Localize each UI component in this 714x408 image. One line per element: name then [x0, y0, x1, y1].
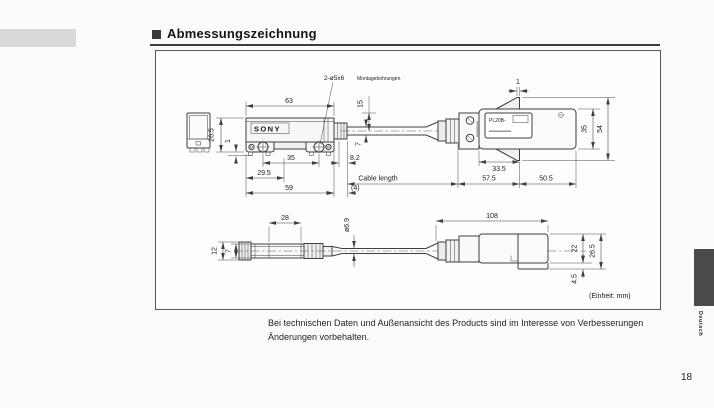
svg-text:29.5: 29.5: [257, 170, 271, 177]
svg-text:33.5: 33.5: [492, 166, 506, 173]
mounting-callout-main: 2-ø5x6: [324, 75, 345, 82]
sensor-end-view: [186, 112, 211, 153]
language-tab-marker: [694, 249, 714, 306]
svg-text:1: 1: [225, 139, 232, 143]
language-tab-label: Deutsch: [697, 311, 703, 337]
svg-text:12: 12: [212, 247, 219, 255]
connector-side: [458, 233, 549, 270]
section-title: Abmessungszeichnung: [167, 26, 317, 41]
svg-text:Cable length: Cable length: [358, 176, 397, 183]
svg-text:1: 1: [516, 79, 520, 86]
section-bullet-icon: [152, 29, 161, 39]
svg-text:8.2: 8.2: [350, 155, 360, 162]
mounting-hole-right: [312, 140, 326, 154]
top-view: SONY: [186, 75, 615, 197]
dimension-drawing: SONY: [186, 75, 631, 300]
footnote: Bei technischen Daten und Außenansicht d…: [268, 316, 678, 344]
svg-text:26.5: 26.5: [209, 128, 216, 142]
side-view: 28 12 7 ø6.9 108 22: [212, 213, 606, 284]
svg-text:7: 7: [356, 142, 363, 146]
svg-text:50.5: 50.5: [539, 176, 553, 183]
svg-text:35: 35: [287, 155, 295, 162]
svg-text:7: 7: [226, 249, 233, 253]
svg-text:54: 54: [597, 125, 604, 133]
section-rule: [150, 44, 660, 46]
dimension-drawing-frame: SONY: [155, 50, 661, 310]
mounting-callout: 2-ø5x6 Montagebohrungen: [319, 75, 401, 145]
svg-text:4.5: 4.5: [572, 274, 579, 284]
svg-text:22: 22: [572, 245, 579, 253]
brand-logo: SONY: [254, 125, 281, 134]
scan-artifact-bar: [0, 29, 76, 47]
svg-text:63: 63: [285, 98, 293, 105]
sensor-body-top: SONY: [245, 117, 348, 156]
footnote-line1: Bei technischen Daten und Außenansicht d…: [268, 318, 644, 328]
top-view-dimensions: 63 15 26.5 1 35 8.2: [209, 79, 615, 197]
section-header: Abmessungszeichnung: [152, 26, 317, 41]
svg-text:35: 35: [582, 125, 589, 133]
svg-text:57.5: 57.5: [482, 176, 496, 183]
connector-top: PL20B-: [458, 97, 577, 161]
svg-text:28: 28: [281, 215, 289, 222]
svg-text:59: 59: [285, 185, 293, 192]
page-number: 18: [681, 372, 693, 383]
side-view-dimensions: 28 12 7 ø6.9 108 22: [212, 213, 606, 284]
svg-text:ø6.9: ø6.9: [344, 218, 351, 232]
svg-text:(4): (4): [351, 185, 360, 192]
svg-text:108: 108: [486, 213, 498, 220]
connector-label: PL20B-: [489, 118, 506, 124]
footnote-line2: Änderungen vorbehalten.: [268, 332, 370, 342]
svg-text:15: 15: [358, 100, 365, 108]
mounting-hole-left: [256, 140, 270, 154]
mounting-callout-sub: Montagebohrungen: [357, 76, 401, 82]
unit-note: (Einheit: mm): [589, 293, 631, 300]
cable-top: [341, 118, 574, 144]
svg-text:26.5: 26.5: [590, 244, 597, 258]
cable-side: [234, 239, 586, 263]
